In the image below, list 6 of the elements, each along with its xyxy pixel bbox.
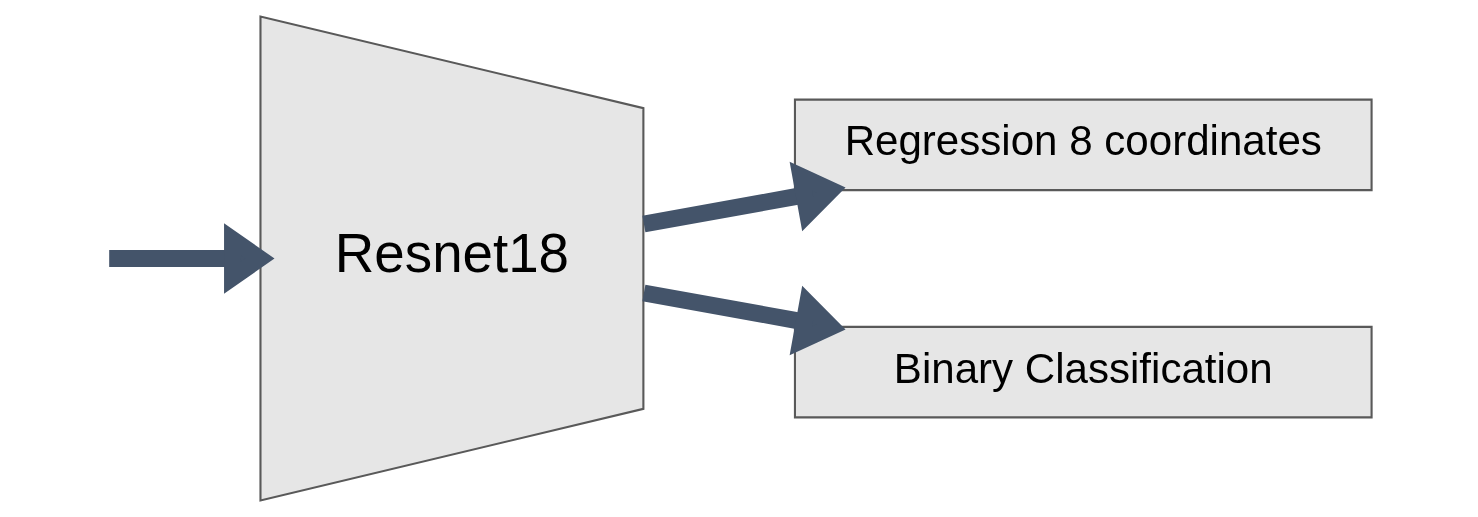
node-box: Regression 8 coordinates <box>793 98 1373 192</box>
arrow <box>641 161 846 233</box>
node-box: Resnet18 <box>258 15 644 502</box>
arrow <box>108 223 274 294</box>
node-box: Binary Classification <box>793 325 1373 419</box>
arrow <box>641 284 846 356</box>
